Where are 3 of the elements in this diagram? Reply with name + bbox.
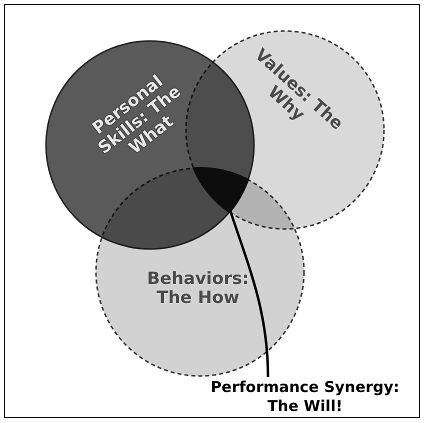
callout-text: Performance Synergy: The Will! [200, 378, 410, 416]
circle-label: Behaviors: The How [146, 270, 250, 308]
intersection-region [192, 166, 250, 214]
